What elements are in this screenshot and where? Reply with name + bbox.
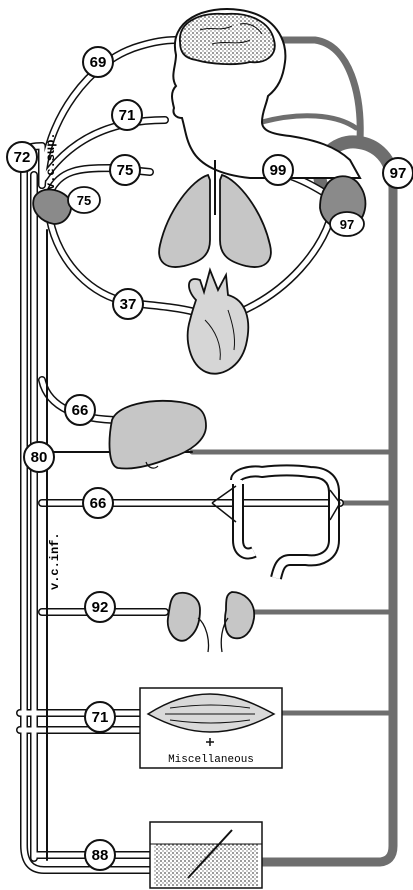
heart-icon (188, 270, 249, 374)
aorta-flow-value: 97 (390, 165, 407, 182)
svc-flow-value: 72 (14, 149, 31, 166)
kidneys-icon (168, 592, 254, 652)
liver-icon (110, 401, 206, 469)
intestine-icon (212, 471, 340, 579)
head-silhouette (172, 9, 360, 178)
muscle-box: Miscellaneous (140, 688, 282, 768)
left-ventricle-value: 97 (340, 217, 354, 232)
head-neck-flow-value: 71 (119, 107, 136, 124)
neck-artery (262, 116, 356, 128)
skin-box (150, 822, 262, 888)
intestine-flow-value: 66 (90, 495, 107, 512)
miscellaneous-label: Miscellaneous (168, 754, 254, 766)
svc-text: v.c.sup. (44, 132, 58, 190)
brain-flow-value: 69 (90, 54, 107, 71)
muscle-flow-value: 71 (92, 709, 109, 726)
kidney-flow-value: 92 (92, 599, 109, 616)
liver-flow-value: 66 (72, 402, 89, 419)
ivc-text: v.c.inf. (48, 532, 62, 590)
pulmonary-artery-flow-value: 75 (117, 162, 134, 179)
brain-icon (180, 14, 275, 64)
skin-flow-value: 88 (92, 847, 109, 864)
right-atrium-value: 75 (77, 193, 91, 208)
ivc-flow-value: 80 (31, 449, 48, 466)
coronary-flow-value: 37 (120, 296, 137, 313)
pulmonary-vein-flow-value: 99 (270, 162, 287, 179)
